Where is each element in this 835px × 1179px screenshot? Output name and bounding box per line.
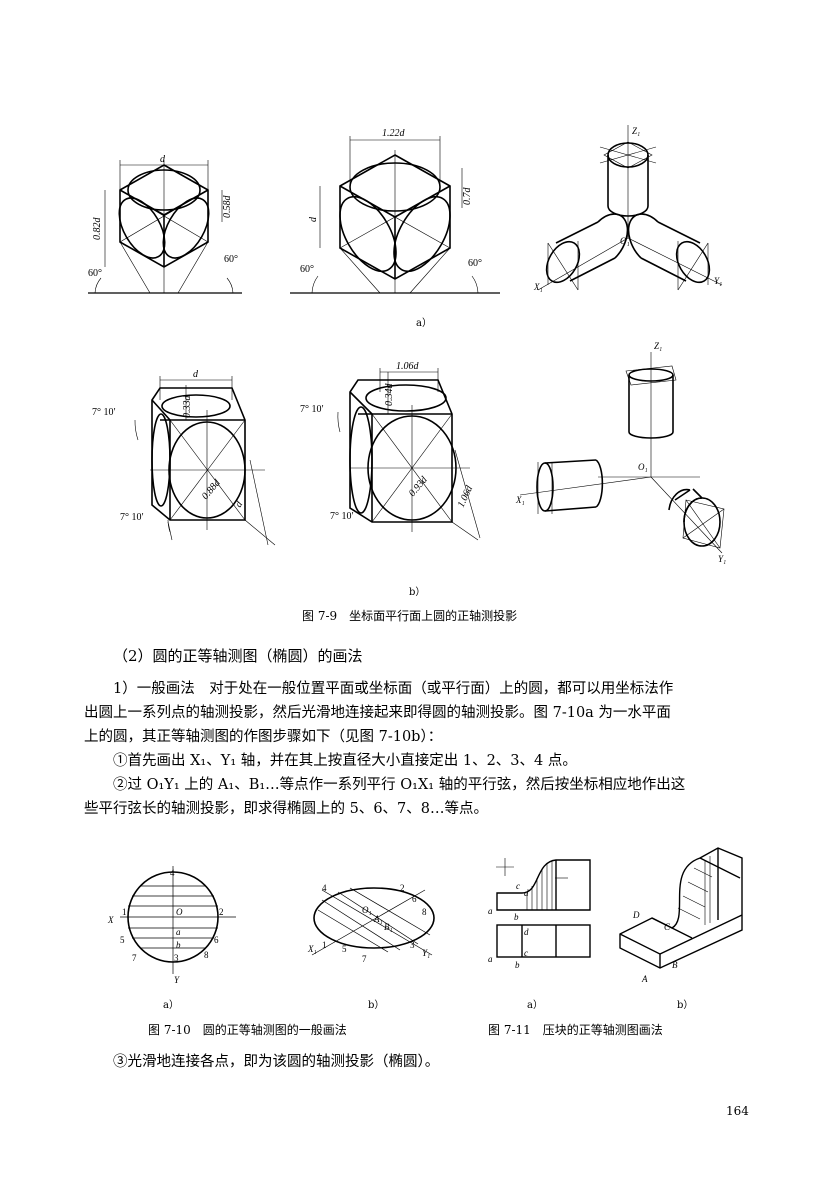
lbl-C: C [664, 922, 671, 932]
fig-7-9-sub-b: b） [409, 587, 426, 598]
dim-d-b: d [193, 369, 199, 380]
lbl-d-front: d [524, 927, 529, 937]
dim-d-diag: d [233, 499, 246, 510]
fig-7-11-caption: 图 7-11 压块的正等轴测图画法 [488, 1023, 663, 1037]
lbl-d-top: d [524, 888, 529, 898]
axis-x1: X₁ [533, 282, 543, 292]
pt-4-b: 4 [322, 883, 327, 893]
fig-7-9-caption: 图 7-9 坐标面平行面上圆的正轴测投影 [302, 609, 518, 623]
dim-034d: 0.34d [384, 383, 395, 407]
lbl-a-front: a [488, 954, 493, 964]
pt-6: 6 [214, 935, 219, 945]
angle-b2: 7° 10′ [120, 512, 144, 523]
fig-7-9-sub-a: a） [416, 318, 432, 329]
page-number: 164 [726, 1104, 749, 1118]
dim-058d: 0.58d [222, 195, 233, 219]
angle-left: 60° [88, 268, 102, 279]
pt-5-b: 5 [342, 944, 347, 954]
dim-07d: 0.7d [462, 187, 473, 206]
pt-8: 8 [204, 950, 209, 960]
origin-o1: O₁ [620, 236, 630, 246]
lbl-A: A [641, 974, 648, 984]
fig-7-11-sub-b: b） [677, 1000, 694, 1011]
pt-2-b: 2 [400, 883, 405, 893]
dim-106d: 1.06d [396, 361, 420, 372]
dim-d: d [160, 154, 166, 165]
pt-6-b: 6 [412, 894, 417, 904]
lbl-b-front: b [515, 960, 520, 970]
lbl-D: D [632, 910, 640, 920]
pt-a1: A₁ [373, 914, 383, 924]
pt-3: 3 [174, 953, 179, 963]
paragraph-line-4: ①首先画出 X₁、Y₁ 轴，并在其上按直径大小直接定出 1、2、3、4 点。 [113, 753, 577, 769]
lbl-B: B [672, 960, 678, 970]
pt-2: 2 [219, 907, 224, 917]
axis-z1: Z₁ [632, 126, 640, 136]
pt-7-b: 7 [362, 954, 367, 964]
paragraph-line-3: 上的圆，其正等轴测图的作图步骤如下（见图 7-10b）： [84, 729, 443, 745]
fig-7-11-sub-a: a） [527, 1000, 543, 1011]
pt-o1-b: O₁ [362, 905, 372, 915]
pt-7: 7 [132, 953, 137, 963]
angle-b4: 7° 10′ [330, 511, 354, 522]
angle-right: 60° [224, 254, 238, 265]
step-3-text: ③光滑地连接各点，即为该圆的轴测投影（椭圆）。 [113, 1054, 440, 1070]
paragraph-line-5: ②过 O₁Y₁ 上的 A₁、B₁…等点作一系列平行 O₁X₁ 轴的平行弦，然后按… [113, 777, 686, 793]
pt-5: 5 [120, 935, 125, 945]
lbl-b-top: b [514, 912, 519, 922]
pt-1: 1 [122, 907, 127, 917]
lbl-c-front: c [524, 948, 528, 958]
origin-o1-b: O₁ [638, 462, 648, 472]
dim-122d: 1.22d [382, 128, 406, 139]
pt-1-b: 1 [322, 940, 327, 950]
paragraph-line-2: 出圆上一系列点的轴测投影，然后光滑地连接起来即得圆的轴测投影。图 7-10a 为… [84, 705, 671, 721]
axis-z1-b: Z₁ [654, 341, 662, 351]
pt-3-b: 3 [410, 940, 415, 950]
axis-x1-b10: X₁ [307, 944, 317, 954]
pt-8-b: 8 [422, 907, 427, 917]
dim-d-vert: d [308, 216, 319, 222]
fig-7-10-sub-b: b） [368, 1000, 385, 1011]
pt-b: b [176, 940, 181, 950]
axis-y-a: Y [174, 975, 180, 985]
dim-082d: 0.82d [92, 217, 103, 241]
pt-a: a [176, 927, 181, 937]
dim-033d: 0.33d [182, 395, 193, 419]
angle-b1: 7° 10′ [92, 407, 116, 418]
axis-x-a: X [107, 915, 114, 925]
fig-7-10-sub-a: a） [163, 1000, 179, 1011]
lbl-c-top: c [516, 881, 520, 891]
fig-7-10-caption: 图 7-10 圆的正等轴测图的一般画法 [148, 1023, 347, 1037]
angle-b3: 7° 10′ [300, 404, 324, 415]
axis-y1-b: Y₁ [718, 554, 726, 564]
section-heading: （2）圆的正等轴测图（椭圆）的画法 [113, 647, 363, 665]
paragraph-line-6: 些平行弦长的轴测投影，即求得椭圆上的 5、6、7、8…等点。 [84, 801, 489, 817]
pt-b1: B₁ [384, 922, 393, 932]
paragraph-line-1: 1）一般画法 对于处在一般位置平面或坐标面（或平行面）上的圆，都可以用坐标法作 [113, 681, 674, 697]
angle-left-2: 60° [300, 264, 314, 275]
angle-right-2: 60° [468, 258, 482, 269]
pt-4: 4 [170, 868, 175, 878]
axis-y1: Y₁ [714, 276, 722, 286]
pt-o: O [176, 907, 183, 917]
axis-y1-b10: Y₁ [422, 948, 430, 958]
lbl-a-top: a [488, 906, 493, 916]
axis-x1-b: X₁ [515, 495, 525, 505]
